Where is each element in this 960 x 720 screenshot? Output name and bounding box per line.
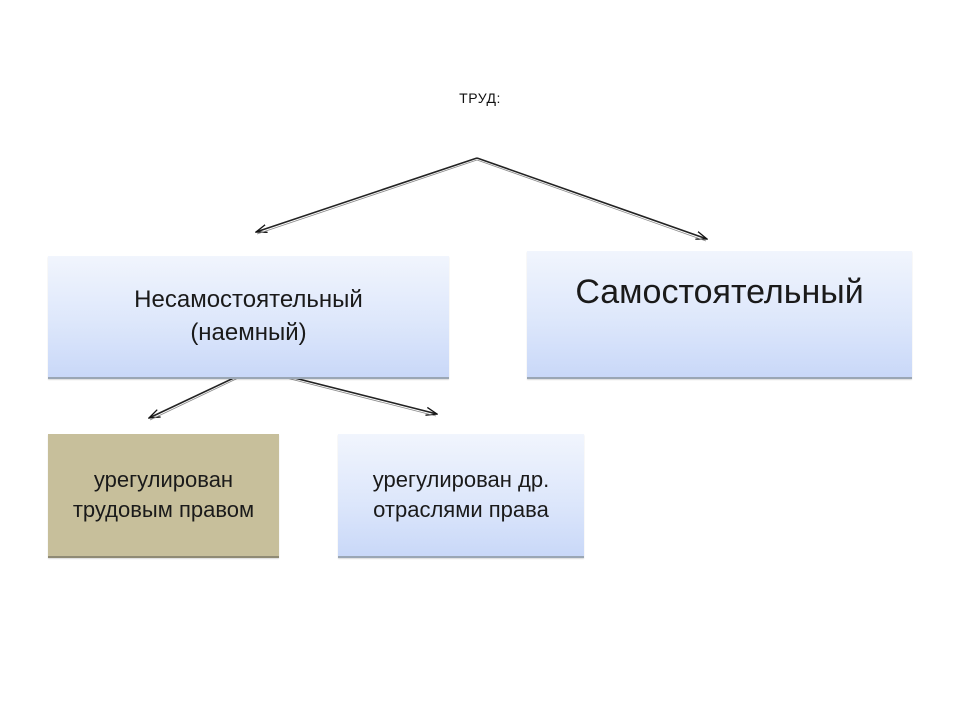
node-dependent-labor: Несамостоятельный (наемный) (48, 256, 449, 379)
node-labor-law-label: урегулирован трудовым правом (72, 467, 255, 522)
node-other-law: урегулирован др. отраслями права (338, 434, 584, 558)
node-independent-labor: Самостоятельный (527, 251, 912, 379)
arrow-to-dependent (256, 157, 478, 235)
arrow-to-independent (476, 157, 707, 242)
node-dependent-label: Несамостоятельный (наемный) (134, 286, 363, 346)
node-other-law-label: урегулирован др. отраслями права (372, 467, 550, 522)
node-independent-label: Самостоятельный (575, 273, 864, 311)
diagram-title: ТРУД: (459, 90, 501, 106)
node-labor-law: урегулирован трудовым правом (48, 434, 279, 558)
